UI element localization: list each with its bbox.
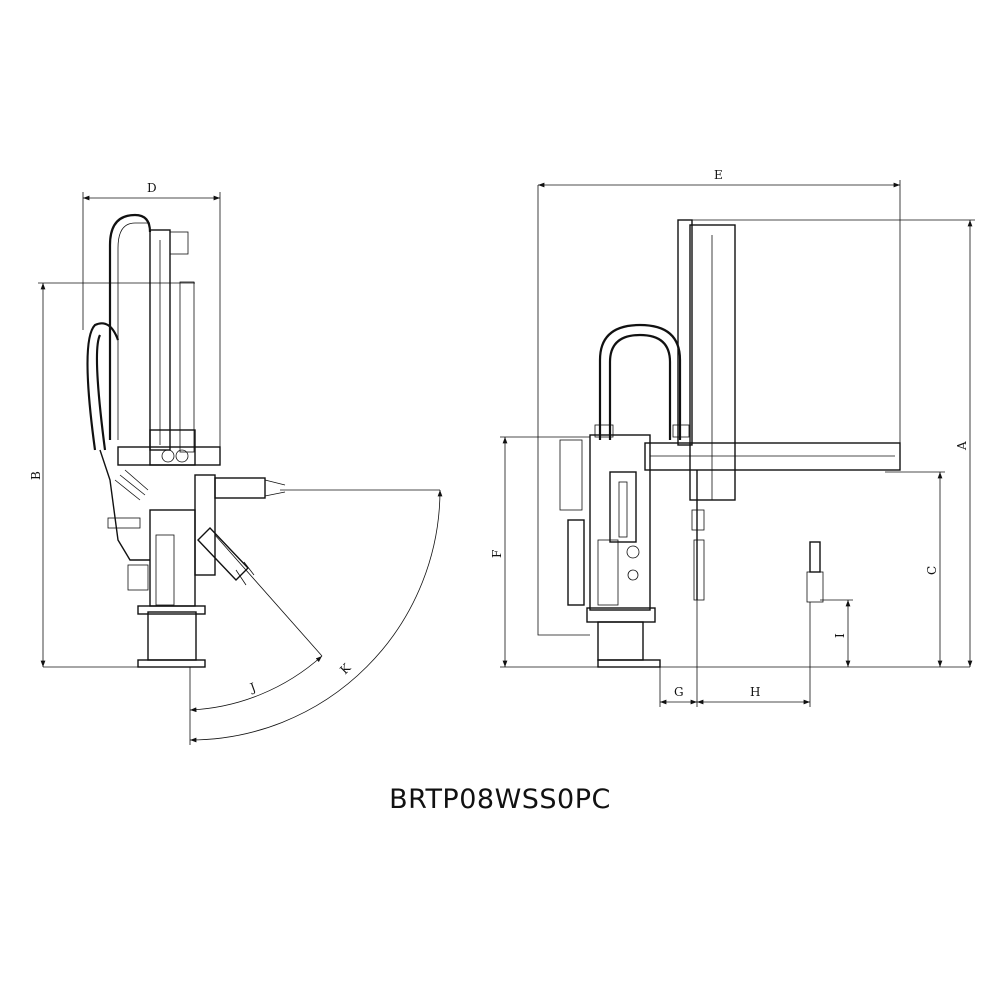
dim-a-label: A xyxy=(955,441,969,451)
front-view xyxy=(500,185,970,668)
dim-k-label: K xyxy=(337,660,354,677)
dim-h-label: H xyxy=(750,685,760,699)
dim-b-label: B xyxy=(29,471,43,480)
dim-e-label: E xyxy=(714,168,723,182)
dim-c-label: C xyxy=(925,566,939,575)
dim-d-label: D xyxy=(147,181,157,195)
dim-f-label: F xyxy=(490,550,504,558)
side-view-dimensions: D B J K xyxy=(29,181,443,745)
dim-i-label: I xyxy=(833,633,847,638)
dim-g-label: G xyxy=(674,685,684,699)
front-view-dimensions: E A C F I G H xyxy=(490,168,975,707)
dim-j-label: J xyxy=(246,680,257,696)
model-title: BRTP08WSS0PC xyxy=(389,784,611,815)
